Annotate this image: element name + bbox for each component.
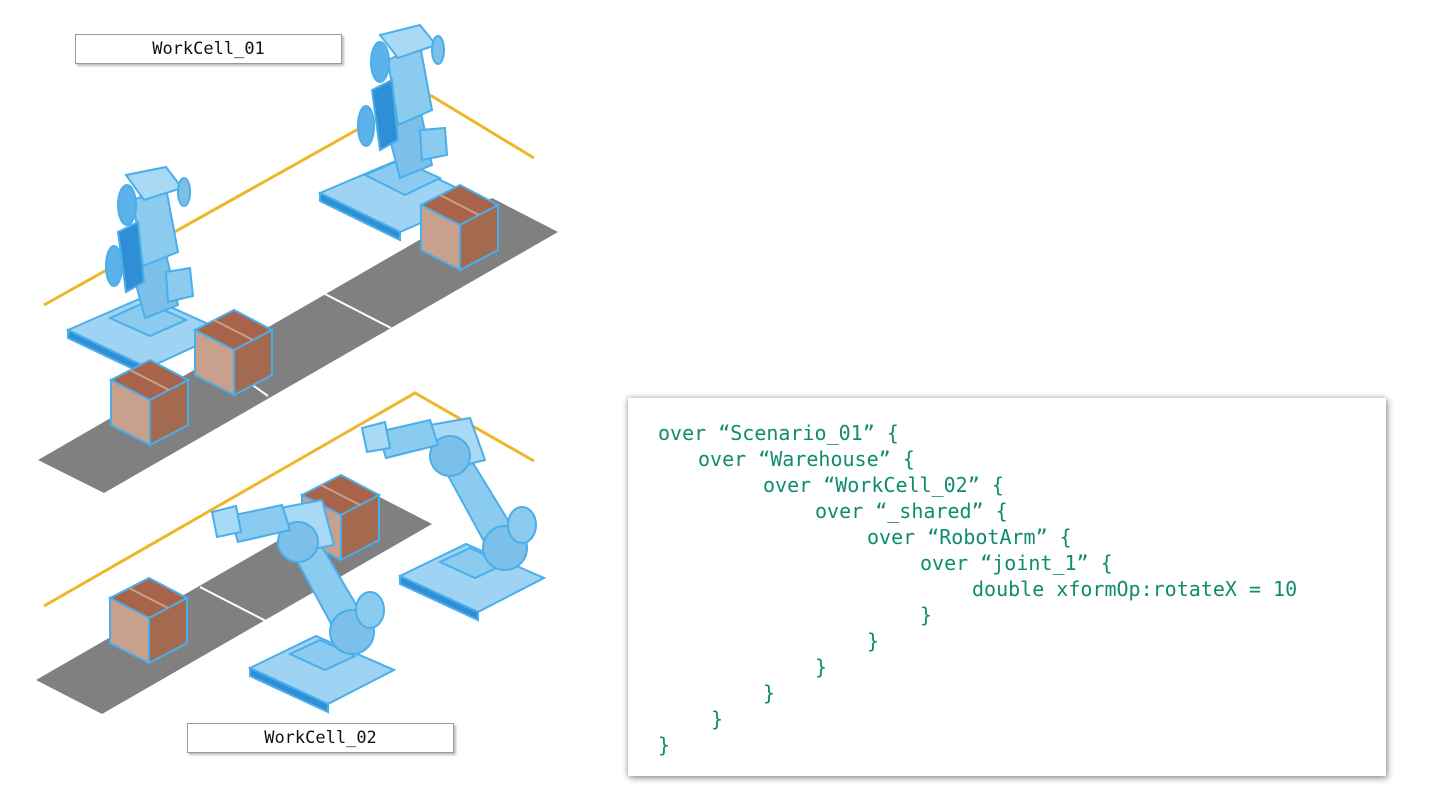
code-line: } (815, 655, 828, 679)
robot-arm-01a (317, 23, 481, 242)
code-line: over “joint_1” { (920, 551, 1113, 575)
fence-line-01b (429, 93, 535, 160)
fence-line-01 (43, 116, 379, 307)
cardboard-box (108, 358, 191, 447)
code-line: } (658, 733, 671, 757)
code-line: over “Warehouse” { (698, 447, 915, 471)
workcell-02-scene (36, 391, 547, 714)
code-line: } (711, 707, 724, 731)
cardboard-box (192, 308, 275, 397)
code-line: over “RobotArm” { (867, 525, 1072, 549)
workcell-02-label: WorkCell_02 (187, 723, 454, 753)
usda-code-panel: over “Scenario_01” { over “Warehouse” { … (628, 398, 1386, 776)
conveyor-divider (324, 293, 392, 329)
code-line: } (763, 681, 776, 705)
workcell-01-label: WorkCell_01 (75, 34, 342, 64)
code-line: over “WorkCell_02” { (763, 473, 1004, 497)
code-line: over “Scenario_01” { (658, 421, 899, 445)
code-line: double xformOp:rotateX = 10 (972, 577, 1298, 601)
fence-line-02 (43, 391, 535, 608)
code-line: } (920, 603, 933, 627)
code-line: over “_shared” { (815, 499, 1008, 523)
robot-arm-01b (65, 165, 229, 378)
robot-arm-02a (360, 416, 547, 622)
code-line: } (867, 629, 880, 653)
robot-arm-02b (210, 498, 397, 714)
cardboard-box (107, 576, 190, 665)
cardboard-box (418, 183, 501, 272)
workcell-01-scene (38, 23, 558, 493)
conveyor-divider (199, 586, 267, 622)
